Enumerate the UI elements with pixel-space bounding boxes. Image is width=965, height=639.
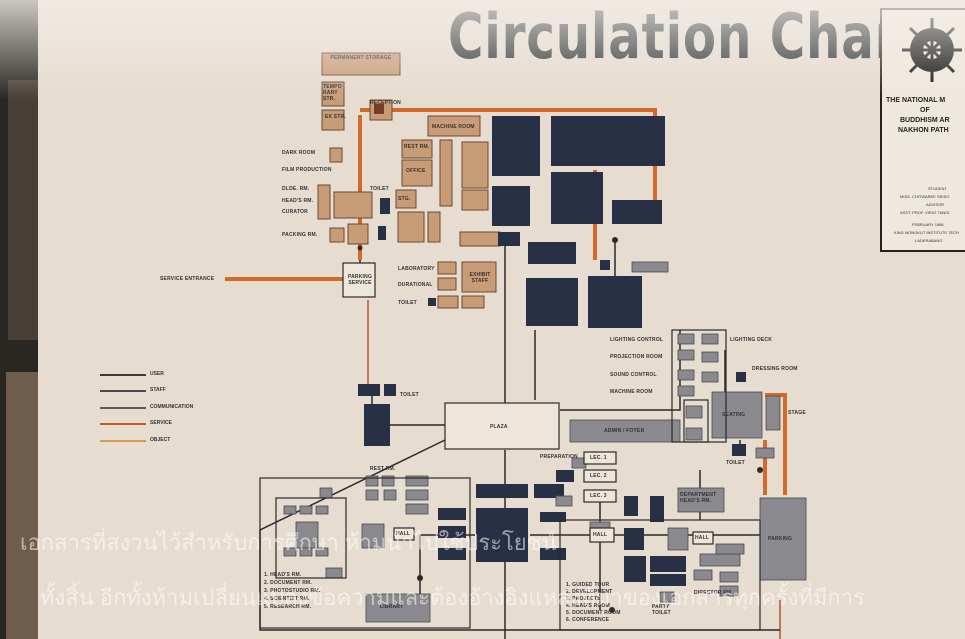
- label-library: LIBRARY: [380, 604, 404, 610]
- label-plaza: PLAZA: [490, 424, 508, 430]
- label-reception: RECEPTION: [370, 100, 401, 106]
- titleblock-small: FEBRUARY 1986: [912, 222, 944, 227]
- list-right-item: 4. HEAD'S ROOM: [566, 603, 610, 609]
- list-left-item: 1. HEAD'S RM.: [264, 572, 302, 578]
- label-temporary-storage: TEMPO RARY STR.: [323, 84, 342, 102]
- legend-label: SERVICE: [150, 420, 172, 426]
- label-machine-room-2: MACHINE ROOM: [610, 389, 653, 395]
- titleblock-small: MISS. CHITWAREE SRISO: [900, 194, 950, 199]
- label-packing-rm: PACKING RM.: [282, 232, 318, 238]
- museum-logo-icon: [902, 18, 962, 82]
- list-left-item: 5. RESEARCH RM.: [264, 604, 312, 610]
- label-parking: PARKING: [768, 536, 793, 542]
- label-director: DIRECTOR RM.: [694, 590, 733, 596]
- list-left-item: 3. PHOTOSTUDIO RM.: [264, 588, 321, 594]
- titleblock-small: ASST. PROF. VIRAT TANGI: [900, 210, 950, 215]
- label-dark-room: DARK ROOM: [282, 150, 316, 156]
- legend-label: STAFF: [150, 387, 166, 393]
- label-hall-1: HALL: [396, 531, 411, 537]
- list-right-item: 1. GUIDED TOUR: [566, 582, 610, 588]
- label-projection-room: PROJECTION ROOM: [610, 354, 663, 360]
- titleblock-small: LADKRABANG: [915, 238, 943, 243]
- label-laboratory: LABORATORY: [398, 266, 435, 272]
- label-toilet-4: TOILET: [400, 392, 419, 398]
- titleblock-small: KING MONGKUT INSTITUTE TECH: [894, 230, 959, 235]
- label-admin: ADMIN / FOYER: [604, 428, 645, 434]
- label-service-entrance: SERVICE ENTRANCE: [160, 276, 215, 282]
- list-left-item: 2. DOCUMENT RM.: [264, 580, 312, 586]
- label-film-production: FILM PRODUCTION: [282, 167, 332, 173]
- list-right-item: 2. DEVELOPMENT: [566, 589, 613, 595]
- list-left-item: 4. SCIENTIST RM.: [264, 596, 310, 602]
- label-hall-3: HALL: [695, 535, 710, 541]
- legend-line-communication: [100, 407, 146, 409]
- label-heads-rm: HEAD'S RM.: [282, 198, 314, 204]
- poster-title: Circulation Chart: [448, 0, 924, 73]
- label-curator: CURATOR: [282, 209, 308, 215]
- titleblock-small: STUDENT: [928, 186, 947, 191]
- label-lec1: LEC. 1: [590, 455, 607, 461]
- titleblock-line: THE NATIONAL M: [886, 97, 946, 104]
- label-party-toilet: PARTY TOILET: [652, 604, 671, 616]
- list-right-item: 5. DOCUMENT ROOM: [566, 610, 621, 616]
- label-lighting-control: LIGHTING CONTROL: [610, 337, 664, 343]
- titleblock-line: BUDDHISM AR: [900, 117, 950, 124]
- label-sound-control: SOUND CONTROL: [610, 372, 657, 378]
- label-permanent-storage: PERMANENT STORAGE: [330, 55, 392, 61]
- legend-label: USER: [150, 371, 164, 377]
- label-lighting-deck: LIGHTING DECK: [730, 337, 773, 343]
- list-right-item: 6. CONFERENCE: [566, 617, 610, 623]
- label-exhibit-staff: EXHIBIT STAFF: [469, 272, 491, 284]
- legend-label: OBJECT: [150, 437, 171, 443]
- label-rest-rm: REST RM.: [404, 144, 430, 150]
- label-machine-room: MACHINE ROOM: [432, 124, 475, 130]
- label-seating: SEATING: [722, 412, 746, 418]
- label-toilet-3: TOILET: [726, 460, 745, 466]
- label-ex-str: EX STR.: [325, 114, 346, 120]
- titleblock-line: NAKHON PATH: [898, 127, 949, 134]
- titleblock-small: ADVISOR: [926, 202, 945, 207]
- titleblock-line: OF: [920, 107, 930, 114]
- label-stg: STG.: [398, 196, 411, 202]
- legend-label: COMMUNICATION: [150, 404, 194, 410]
- label-dressing-room: DRESSING ROOM: [752, 366, 798, 372]
- legend-line-object: [100, 440, 146, 442]
- label-hall-2: HALL: [593, 532, 608, 538]
- label-stage: STAGE: [788, 410, 806, 416]
- label-dlde-rm: DLDE. RM.: [282, 186, 310, 192]
- label-department: DEPARTMENT HEAD'S RM.: [680, 492, 717, 504]
- label-toilet-2: TOILET: [398, 300, 417, 306]
- list-right-item: 3. PROJECTS: [566, 596, 601, 602]
- label-durational: DURATIONAL: [398, 282, 433, 288]
- legend-line-service: [100, 423, 146, 425]
- label-toilet: TOILET: [370, 186, 389, 192]
- watermark-line: ทั้งสิ้น อีกทั้งห้ามเปลี่ยนแปลงข้อความแล…: [40, 585, 865, 610]
- watermark-line: เอกสารที่สงวนไว้สำหรับการศึกษา ห้ามนำไปใ…: [20, 530, 557, 555]
- label-parking-service: PARKING SERVICE: [347, 274, 373, 286]
- legend-line-staff: [100, 390, 146, 392]
- legend-line-user: [100, 374, 146, 376]
- label-office: OFFICE: [406, 168, 426, 174]
- label-lec2: LEC. 2: [590, 473, 607, 479]
- label-lec3: LEC. 3: [590, 493, 607, 499]
- label-rest-rm-2: REST RM.: [370, 466, 396, 472]
- label-preparation: PREPARATION: [540, 454, 578, 460]
